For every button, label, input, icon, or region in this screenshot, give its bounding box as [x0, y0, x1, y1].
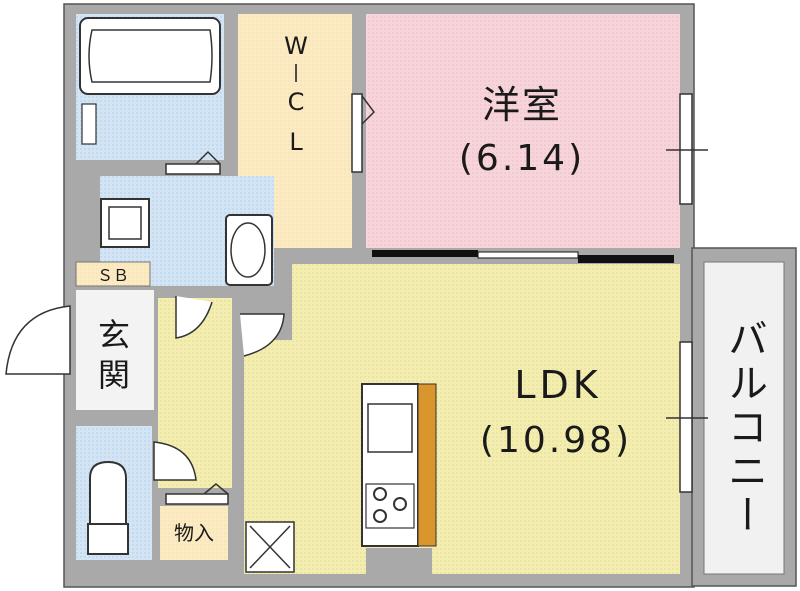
western-room-floor — [366, 14, 680, 248]
door-swing — [361, 95, 375, 125]
window — [679, 341, 693, 493]
wcl-label: C — [288, 88, 305, 116]
sliding-door — [578, 255, 674, 263]
counter-accent — [417, 383, 437, 547]
door — [351, 93, 363, 173]
door-swing — [240, 313, 285, 357]
washbasin-bowl — [230, 222, 266, 278]
door — [165, 163, 221, 175]
shoe-box-label: ＳＢ — [97, 266, 129, 285]
ldk-floor — [244, 264, 680, 574]
window — [679, 93, 693, 205]
balcony-floor — [703, 261, 785, 575]
balcony-name: バルコニー — [721, 318, 767, 538]
stove-burner — [373, 509, 387, 523]
ldk-size: (10.98) — [480, 420, 632, 461]
entrance-floor — [76, 290, 154, 410]
wcl-label: L — [289, 128, 303, 156]
sliding-door — [372, 250, 478, 257]
door-swing — [203, 483, 229, 495]
washing-machine-inner — [108, 206, 142, 240]
western-room-name: 洋室 — [482, 83, 562, 127]
door-swing — [5, 305, 71, 375]
shoe-box — [75, 261, 151, 287]
door-swing — [175, 296, 213, 339]
wcl-label: W — [284, 32, 308, 60]
toilet-bowl — [89, 460, 127, 525]
stove — [365, 483, 415, 529]
door-swing — [153, 441, 197, 481]
door — [165, 493, 229, 505]
entrance-label: 関 — [98, 356, 130, 394]
door-swing — [195, 150, 221, 165]
bath-faucet — [81, 103, 97, 145]
ldk-name: LDK — [514, 363, 601, 407]
stove-burner — [393, 497, 407, 511]
storage-label: 物入 — [174, 521, 214, 545]
western-room-size: (6.14) — [459, 138, 585, 179]
storage-floor — [160, 506, 228, 560]
kitchen-sink — [367, 403, 413, 453]
stove-burner — [373, 487, 387, 501]
entrance-label: 玄 — [98, 316, 130, 354]
toilet-tank — [87, 523, 129, 555]
fridge-cross — [249, 525, 291, 569]
sliding-door — [477, 251, 579, 259]
bathtub-basin — [88, 29, 213, 83]
